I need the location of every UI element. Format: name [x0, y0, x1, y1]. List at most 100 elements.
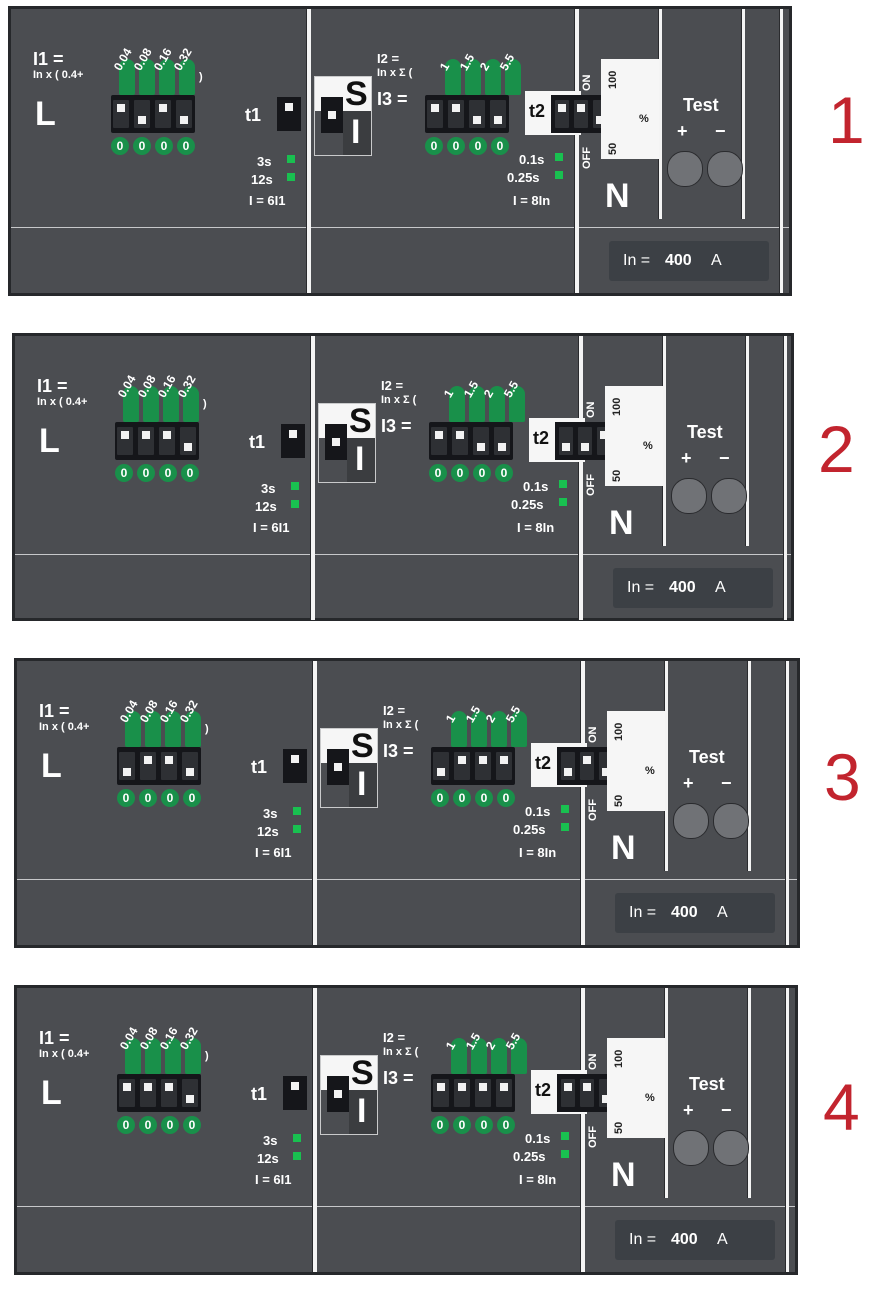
i1-dip-switch[interactable]: [111, 95, 195, 133]
dip-toggle[interactable]: [448, 100, 464, 128]
l-letter: L: [41, 1074, 62, 1112]
i1-formula: In x ( 0.4+: [39, 721, 90, 733]
switch-knob: [583, 756, 591, 764]
dip-toggle[interactable]: [159, 427, 175, 455]
dip-toggle[interactable]: [427, 100, 443, 128]
i1-dip-switch[interactable]: [117, 1074, 201, 1112]
dip-toggle[interactable]: [119, 752, 135, 780]
dip-toggle[interactable]: [182, 752, 198, 780]
dip-toggle[interactable]: [580, 1079, 594, 1107]
dip-toggle[interactable]: [113, 100, 129, 128]
dip-toggle[interactable]: [578, 427, 592, 455]
l-letter: L: [35, 95, 56, 133]
value-tab: [125, 1038, 141, 1074]
dip-toggle[interactable]: [155, 100, 171, 128]
indicator-led: [555, 171, 563, 179]
zero-marker: 0: [111, 137, 129, 155]
test-minus-button[interactable]: [713, 803, 749, 839]
indicator-led: [287, 155, 295, 163]
selector-bottom: [349, 1090, 377, 1134]
dip-toggle[interactable]: [574, 100, 588, 128]
dip-toggle[interactable]: [555, 100, 569, 128]
dip-toggle[interactable]: [475, 752, 491, 780]
dip-toggle[interactable]: [433, 752, 449, 780]
t1-label: t1: [251, 1084, 268, 1104]
dip-toggle[interactable]: [180, 427, 196, 455]
zero-marker: 0: [117, 1116, 135, 1134]
i2-dip-switch[interactable]: [429, 422, 513, 460]
dip-toggle[interactable]: [161, 752, 177, 780]
t1-dip-switch[interactable]: [277, 97, 301, 131]
dip-toggle[interactable]: [561, 1079, 575, 1107]
dip-toggle[interactable]: [452, 427, 468, 455]
dip-toggle[interactable]: [140, 1079, 156, 1107]
plus-label: +: [683, 773, 694, 793]
dip-toggle[interactable]: [496, 752, 512, 780]
value-tab: [123, 386, 139, 422]
dip-toggle[interactable]: [454, 1079, 470, 1107]
dip-toggle[interactable]: [496, 1079, 512, 1107]
s-i-toggle[interactable]: [321, 97, 343, 133]
dip-toggle[interactable]: [561, 752, 575, 780]
dip-toggle[interactable]: [182, 1079, 198, 1107]
value-100-label: 100: [613, 722, 625, 741]
dip-toggle[interactable]: [138, 427, 154, 455]
percent-label: %: [639, 113, 649, 125]
zero-marker: 0: [473, 464, 491, 482]
dip-toggle[interactable]: [433, 1079, 449, 1107]
dip-toggle[interactable]: [469, 100, 485, 128]
i6i1-label: I = 6I1: [255, 1172, 292, 1187]
test-minus-button[interactable]: [711, 478, 747, 514]
dip-toggle[interactable]: [559, 427, 573, 455]
i2-dip-switch[interactable]: [431, 747, 515, 785]
value-50-label: 50: [613, 1121, 625, 1134]
dip-toggle[interactable]: [475, 1079, 491, 1107]
switch-knob: [186, 1095, 194, 1103]
i1-dip-switch[interactable]: [117, 747, 201, 785]
plus-label: +: [677, 121, 688, 141]
dip-toggle[interactable]: [494, 427, 510, 455]
i1-formula: In x ( 0.4+: [39, 1048, 90, 1060]
test-minus-button[interactable]: [713, 1130, 749, 1166]
t1-time-3s: 3s: [263, 806, 278, 821]
t1-dip-switch[interactable]: [283, 749, 307, 783]
dip-toggle[interactable]: [119, 1079, 135, 1107]
switch-knob: [332, 438, 340, 446]
neutral-white-panel: [607, 1038, 665, 1138]
test-plus-button[interactable]: [673, 1130, 709, 1166]
switch-knob: [123, 768, 131, 776]
dip-toggle[interactable]: [473, 427, 489, 455]
dip-toggle[interactable]: [140, 752, 156, 780]
test-plus-button[interactable]: [673, 803, 709, 839]
dip-toggle[interactable]: [117, 427, 133, 455]
on-label: ON: [587, 1053, 599, 1071]
s-i-toggle[interactable]: [325, 424, 347, 460]
t1-dip-switch[interactable]: [283, 1076, 307, 1110]
dip-toggle[interactable]: [580, 752, 594, 780]
t1-dip-switch[interactable]: [281, 424, 305, 458]
i2-dip-switch[interactable]: [425, 95, 509, 133]
dip-toggle[interactable]: [454, 752, 470, 780]
i1-dip-switch[interactable]: [115, 422, 199, 460]
dip-toggle[interactable]: [431, 427, 447, 455]
dip-toggle[interactable]: [490, 100, 506, 128]
dip-toggle[interactable]: [161, 1079, 177, 1107]
i2-dip-switch[interactable]: [431, 1074, 515, 1112]
s-i-toggle[interactable]: [327, 749, 349, 785]
s-i-toggle[interactable]: [327, 1076, 349, 1112]
t2-indicator: [555, 153, 563, 179]
switch-knob: [144, 756, 152, 764]
i8in-label: I = 8In: [513, 193, 551, 208]
test-minus-button[interactable]: [707, 151, 743, 187]
dip-toggle[interactable]: [134, 100, 150, 128]
test-plus-button[interactable]: [671, 478, 707, 514]
dip-toggle[interactable]: [176, 100, 192, 128]
test-plus-button[interactable]: [667, 151, 703, 187]
